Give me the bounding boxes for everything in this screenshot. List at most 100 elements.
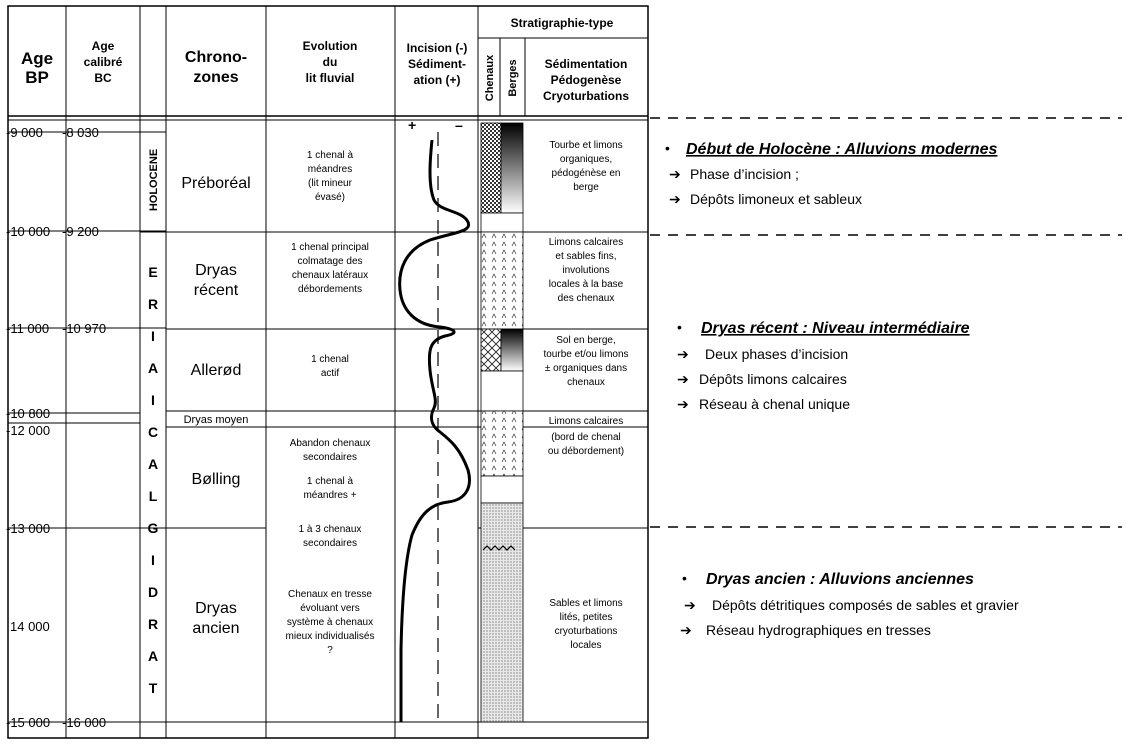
header-incision-1: Incision (-) bbox=[407, 41, 468, 55]
period-letter: R bbox=[148, 296, 158, 312]
age-bp-labels: -9 000 -10 000 -11 000 -10 800 -12 000 -… bbox=[6, 125, 50, 730]
evolution-text: méandres bbox=[308, 164, 352, 175]
note-title: Dryas ancien : Alluvions anciennes bbox=[706, 571, 974, 588]
evolution-text: secondaires bbox=[303, 452, 357, 463]
header-chrono-1: Chrono- bbox=[185, 49, 247, 66]
sedimentation-text: Limons calcaires bbox=[549, 237, 623, 248]
evolution-text: (lit mineur bbox=[308, 178, 353, 189]
note-line: Réseau à chenal unique bbox=[699, 396, 850, 412]
sedimentation-text: locales à la base bbox=[549, 279, 624, 290]
header-strat-title: Stratigraphie-type bbox=[511, 16, 614, 30]
cryoturbation-mark bbox=[482, 545, 516, 551]
period-letter: A bbox=[148, 456, 158, 472]
evolution-text: système à chenaux bbox=[287, 617, 373, 628]
evolution-text: colmatage des bbox=[297, 256, 362, 267]
chronozones: Préboréal Dryas récent Allerød Dryas moy… bbox=[181, 175, 250, 637]
age-cal-labels: -8 030 -9 200 -10 970 -16 000 bbox=[62, 125, 106, 730]
chronozone-allerod: Allerød bbox=[191, 362, 242, 379]
sedimentation-text: Sables et limons bbox=[549, 598, 622, 609]
sedimentation-text: ou débordement) bbox=[548, 446, 624, 457]
header-evolution-1: Evolution bbox=[303, 39, 358, 53]
period-letter: C bbox=[148, 424, 158, 440]
header-sedim-1: Sédimentation bbox=[545, 57, 628, 71]
note-title: Début de Holocène : Alluvions modernes bbox=[686, 141, 998, 158]
minus-sign: – bbox=[455, 117, 463, 133]
sedimentation-text: cryoturbations bbox=[555, 626, 618, 637]
age-cal-label: -10 970 bbox=[62, 321, 106, 336]
age-bp-label: 14 000 bbox=[10, 619, 50, 634]
note-line: Réseau hydrographiques en tresses bbox=[706, 622, 931, 638]
age-bp-label: -9 000 bbox=[6, 125, 43, 140]
plus-sign: + bbox=[408, 117, 416, 133]
strat-peat-chenal bbox=[480, 122, 502, 214]
sedimentation-text: pédogénèse en bbox=[552, 168, 621, 179]
age-cal-label: -8 030 bbox=[62, 125, 99, 140]
age-cal-label: -9 200 bbox=[62, 224, 99, 239]
age-bp-label: -15 000 bbox=[6, 715, 50, 730]
sedimentation-text: berge bbox=[573, 182, 599, 193]
period-tardiglaciaire: T A R D I G L A C I A I R E bbox=[148, 264, 159, 696]
header-chrono-2: zones bbox=[193, 69, 238, 86]
note-line: Dépôts détritiques composés de sables et… bbox=[712, 597, 1019, 613]
age-bp-label: -13 000 bbox=[6, 521, 50, 536]
note-bullet: • bbox=[677, 319, 682, 335]
header-evolution-3: lit fluvial bbox=[306, 71, 355, 85]
table-headers: Age BP Age calibré BC Chrono- zones Evol… bbox=[21, 16, 629, 103]
header-age-cal-3: BC bbox=[94, 71, 112, 85]
arrow-icon: ➔ bbox=[669, 166, 681, 182]
note-dryas-ancien: • Dryas ancien : Alluvions anciennes ➔ D… bbox=[680, 570, 1019, 638]
chronozone-dryas-recent-2: récent bbox=[194, 282, 239, 299]
evolution-text: 1 à 3 chenaux bbox=[299, 524, 362, 535]
note-line: Dépôts limons calcaires bbox=[699, 371, 847, 387]
chronozone-dryas-recent-1: Dryas bbox=[195, 262, 237, 279]
header-incision-3: ation (+) bbox=[414, 73, 461, 87]
sedimentation-text: Limons calcaires bbox=[549, 416, 623, 427]
period-letter: A bbox=[148, 360, 158, 376]
sedimentation-text: involutions bbox=[562, 265, 609, 276]
strat-sables-limons bbox=[480, 502, 524, 723]
period-holocene: HOLOCENE bbox=[148, 149, 160, 211]
arrow-icon: ➔ bbox=[680, 622, 692, 638]
sedimentation-text: des chenaux bbox=[558, 293, 615, 304]
evolution-text: Abandon chenaux bbox=[290, 438, 371, 449]
period-letter: L bbox=[149, 488, 158, 504]
period-letter: G bbox=[148, 520, 159, 536]
note-bullet: • bbox=[665, 140, 670, 156]
arrow-icon: ➔ bbox=[669, 191, 681, 207]
arrow-icon: ➔ bbox=[677, 396, 689, 412]
annotation-separators bbox=[650, 117, 1122, 528]
strat-limons-bolling bbox=[480, 410, 524, 477]
age-bp-label: -12 000 bbox=[6, 423, 50, 438]
table-frame bbox=[7, 5, 649, 739]
sedimentation-text: tourbe et/ou limons bbox=[543, 349, 628, 360]
header-chenaux: Chenaux bbox=[484, 54, 496, 101]
chronozone-preboreal: Préboréal bbox=[181, 175, 250, 192]
arrow-icon: ➔ bbox=[684, 597, 696, 613]
evolution-text: actif bbox=[321, 368, 340, 379]
evolution-text: 1 chenal bbox=[311, 354, 349, 365]
evolution-text: 1 chenal à bbox=[307, 150, 354, 161]
period-letter: R bbox=[148, 616, 158, 632]
chronozone-dryas-ancien-2: ancien bbox=[192, 620, 239, 637]
evolution-text: 1 chenal principal bbox=[291, 242, 369, 253]
sedimentation-text: (bord de chenal bbox=[551, 432, 621, 443]
evolution-cells: 1 chenal à méandres (lit mineur évasé) 1… bbox=[286, 150, 375, 656]
sedimentation-text: Tourbe et limons bbox=[549, 140, 622, 151]
period-letter: I bbox=[151, 392, 155, 408]
header-sedim-2: Pédogenèse bbox=[551, 73, 622, 87]
evolution-text: mieux individualisés bbox=[286, 631, 375, 642]
note-dryas-recent: • Dryas récent : Niveau intermédiaire ➔ … bbox=[677, 319, 970, 412]
strat-sol-chenal bbox=[480, 328, 502, 372]
header-age-cal-1: Age bbox=[92, 39, 115, 53]
arrow-icon: ➔ bbox=[677, 371, 689, 387]
incision-curve bbox=[398, 139, 471, 722]
header-age-bp-1: Age bbox=[21, 49, 53, 68]
sedimentation-text: ± organiques dans bbox=[545, 363, 627, 374]
evolution-text: 1 chenal à bbox=[307, 476, 354, 487]
strat-limons-calcaires bbox=[480, 231, 524, 330]
age-cal-label: -16 000 bbox=[62, 715, 106, 730]
chronozone-bolling: Bølling bbox=[192, 471, 241, 488]
sedimentation-cells: Tourbe et limons organiques, pédogénèse … bbox=[543, 140, 628, 651]
header-age-cal-2: calibré bbox=[84, 55, 123, 69]
sedimentation-text: et sables fins, bbox=[555, 251, 616, 262]
